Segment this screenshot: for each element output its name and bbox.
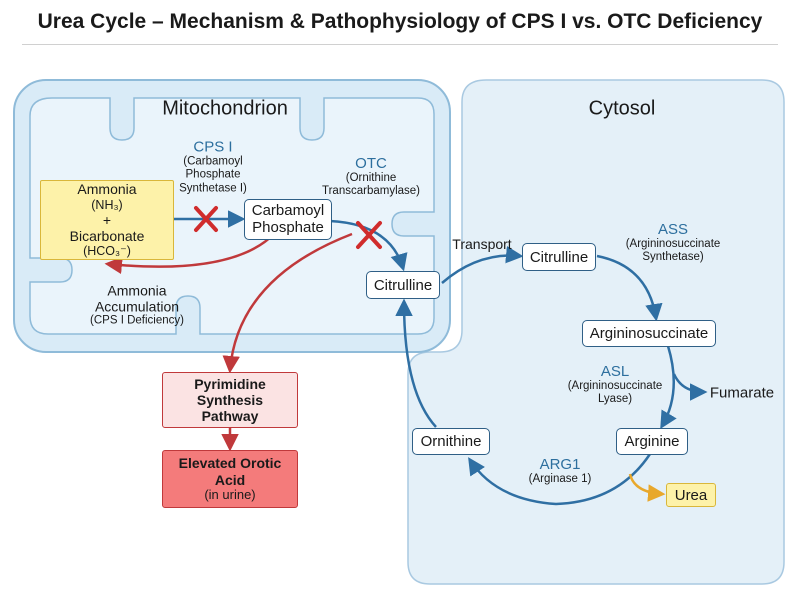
substrate-hco3: (HCO₃⁻): [83, 244, 131, 259]
arg1-full-name: (Arginase 1): [528, 473, 592, 486]
arrow-to-fumarate: [672, 373, 708, 401]
substrates-box: Ammonia (NH₃) + Bicarbonate (HCO₃⁻): [40, 180, 174, 260]
citrulline-cyto-node: Citrulline: [522, 243, 596, 271]
arg1-abbr: ARG1: [539, 455, 581, 473]
ass-enzyme-label: ASS (Argininosuccinate Synthetase): [617, 221, 729, 265]
cps1-full-name: (Carbamoyl Phosphate Synthetase I): [179, 155, 247, 195]
transport-label: Transport: [452, 235, 512, 252]
cytosol-label: Cytosol: [588, 97, 656, 120]
arrow-carbamoyl-to-citrulline: [329, 219, 408, 272]
mitochondrion-label: Mitochondrion: [162, 97, 288, 120]
substrate-nh3: (NH₃): [91, 197, 123, 212]
arrow-transport: [441, 245, 524, 284]
otc-enzyme-label: OTC (Ornithine Transcarbamylase): [312, 155, 430, 199]
arrow-ammonia-accumulation: [104, 233, 275, 275]
citrulline-mito-node: Citrulline: [366, 271, 440, 299]
ass-abbr: ASS: [657, 221, 688, 239]
cps1-abbr: CPS I: [193, 138, 233, 156]
arrow-ornithine-to-citrulline: [395, 298, 437, 428]
substrate-ammonia: Ammonia: [77, 181, 137, 198]
orotic-acid-box: Elevated Orotic Acid (in urine): [162, 450, 298, 508]
urea-node: Urea: [666, 483, 716, 507]
title-divider: [22, 44, 778, 45]
otc-abbr: OTC: [355, 155, 387, 173]
cps1-enzyme-label: CPS I (Carbamoyl Phosphate Synthetase I): [167, 139, 259, 196]
fumarate-label: Fumarate: [709, 384, 775, 402]
ammonia-accumulation-label: Ammonia Accumulation (CPS I Deficiency): [90, 282, 184, 327]
orotic-acid-main: Elevated Orotic Acid: [178, 455, 282, 488]
ornithine-node: Ornithine: [412, 428, 490, 455]
pyrimidine-pathway-box: Pyrimidine Synthesis Pathway: [162, 372, 298, 428]
arginine-node: Arginine: [616, 428, 688, 455]
asl-abbr: ASL: [600, 363, 630, 381]
ass-full-name: (Argininosuccinate Synthetase): [625, 238, 721, 264]
asl-enzyme-label: ASL (Argininosuccinate Lyase): [559, 363, 671, 407]
accumulation-line-2: Accumulation: [94, 298, 180, 315]
argininosuccinate-node: Argininosuccinate: [582, 320, 716, 347]
arg1-enzyme-label: ARG1 (Arginase 1): [529, 456, 592, 486]
accumulation-line-1: Ammonia: [107, 282, 167, 299]
substrate-plus: +: [102, 211, 112, 228]
substrate-bicarbonate: Bicarbonate: [69, 228, 145, 245]
cps1-block-mark: [194, 206, 218, 232]
orotic-acid-sub: (in urine): [204, 486, 256, 502]
carbamoyl-phosphate-node: Carbamoyl Phosphate: [244, 199, 332, 240]
otc-full-name: (Ornithine Transcarbamylase): [322, 172, 420, 198]
arrow-citrulline-to-argininosuccinate: [596, 254, 663, 322]
arrow-to-pyrimidine-pathway: [222, 232, 353, 374]
page-title: Urea Cycle – Mechanism & Pathophysiology…: [37, 10, 763, 33]
asl-full-name: (Argininosuccinate Lyase): [567, 380, 663, 406]
accumulation-line-3: (CPS I Deficiency): [90, 314, 184, 327]
arrow-argininosuccinate-to-arginine: [660, 345, 677, 430]
arrow-arginine-to-ornithine: [468, 453, 652, 506]
otc-block-mark: [356, 221, 382, 249]
arrow-arginine-to-urea: [628, 473, 666, 502]
